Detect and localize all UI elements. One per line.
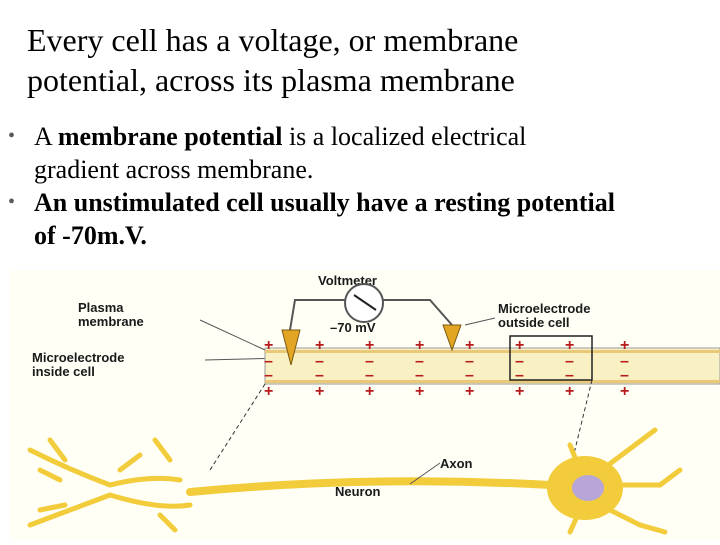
figure-svg: Voltmeter –70 mV Plasma membrane Microel… [27,273,720,535]
svg-text:+: + [515,337,524,354]
zoom-dash-left [209,383,266,471]
axon-leader-line [409,462,441,485]
svg-text:+: + [365,383,374,400]
svg-text:+: + [465,383,474,400]
bullet-1-line-2: gradient across membrane. [34,155,314,184]
wire-inside [289,299,345,331]
charge-markers: ++++++++ ++++++++ –––––––– –––––––– [264,337,629,400]
svg-text:–: – [264,353,273,370]
slide-title: Every cell has a voltage, or membrane po… [27,20,707,100]
neuron-dendrites-left [27,437,193,533]
bullet-dot-icon: • [8,191,16,213]
svg-text:–: – [515,353,524,370]
bullet-1-line-1: A membrane potential is a localized elec… [34,120,713,153]
inside-microelectrode-icon [281,329,301,366]
membrane-bottom [265,380,720,383]
svg-text:+: + [565,383,574,400]
svg-text:+: + [365,337,374,354]
axon-label: Axon [440,456,473,471]
neuron-nucleus [572,475,604,501]
svg-text:+: + [415,337,424,354]
svg-text:+: + [465,337,474,354]
neuron-label: Neuron [335,484,381,499]
plasma-membrane-label-1: Plasma [78,300,124,315]
slide-title-line-1: Every cell has a voltage, or membrane [27,22,519,58]
inside-electrode-label-2: inside cell [32,364,95,379]
bullet-item-1: • A membrane potential is a localized el… [8,120,713,186]
plasma-leader-line [199,319,266,351]
svg-text:+: + [515,383,524,400]
svg-text:+: + [620,383,629,400]
svg-text:–: – [315,367,324,384]
bullet-1-rest: is a localized electrical [282,122,527,151]
plasma-membrane-label-2: membrane [78,314,144,329]
slide-title-line-2: potential, across its plasma membrane [27,62,515,98]
svg-text:+: + [315,383,324,400]
bullet-1-lead: A [34,122,58,151]
neuron-axon [186,477,554,496]
wire-outside [383,299,453,326]
svg-text:+: + [264,383,273,400]
svg-text:–: – [620,367,629,384]
svg-text:–: – [465,367,474,384]
svg-text:+: + [315,337,324,354]
bullet-item-2: • An unstimulated cell usually have a re… [8,186,713,252]
svg-text:–: – [415,367,424,384]
voltmeter-reading: –70 mV [330,320,376,335]
voltmeter-needle [353,294,377,311]
zoom-box [509,335,593,381]
bullet-1-bold-term: membrane potential [57,122,283,151]
outside-leader-line [464,317,496,326]
svg-text:+: + [565,337,574,354]
membrane-potential-figure: Voltmeter –70 mV Plasma membrane Microel… [10,270,720,540]
svg-text:–: – [465,353,474,370]
svg-text:+: + [264,337,273,354]
bullet-2-line-2: of -70m.V. [34,221,147,250]
inside-electrode-label-1: Microelectrode [32,350,124,365]
svg-text:–: – [565,353,574,370]
bullet-2-line-1: An unstimulated cell usually have a rest… [34,188,615,217]
svg-text:+: + [415,383,424,400]
svg-text:–: – [565,367,574,384]
svg-text:–: – [315,353,324,370]
svg-text:–: – [515,367,524,384]
svg-text:–: – [365,353,374,370]
svg-text:–: – [264,367,273,384]
bullet-dot-icon: • [8,125,16,147]
outside-electrode-label-2: outside cell [498,315,570,330]
axon-segment [264,347,720,385]
outside-electrode-label-1: Microelectrode [498,301,590,316]
bullet-list: • A membrane potential is a localized el… [8,120,713,252]
membrane-top [265,350,720,353]
outside-microelectrode-icon [442,324,462,352]
svg-text:–: – [365,367,374,384]
svg-text:–: – [415,353,424,370]
svg-text:–: – [620,353,629,370]
svg-text:+: + [620,337,629,354]
